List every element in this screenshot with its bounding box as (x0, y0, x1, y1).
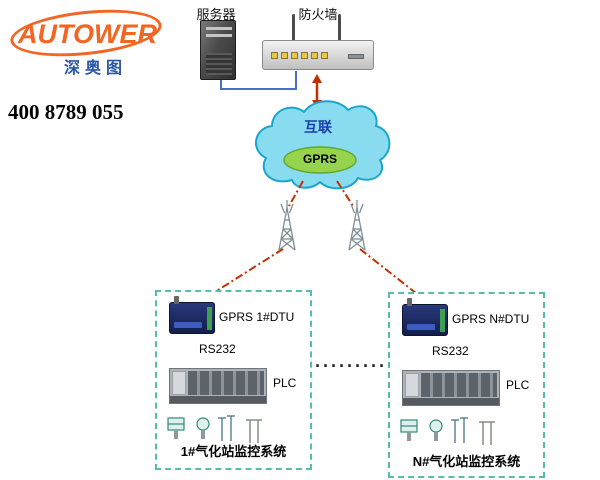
gprs-dtu-icon (402, 298, 448, 336)
separator-dots: ········· (315, 356, 387, 376)
dtu-front-panel (407, 324, 435, 330)
probe-sensor-icon (218, 415, 235, 441)
router-antenna-icon (292, 14, 295, 42)
plc-rail (170, 396, 266, 403)
server-tower-icon (200, 20, 236, 80)
dtu-label: GPRS 1#DTU (219, 310, 295, 324)
plc-rail (403, 398, 499, 405)
rs232-label: RS232 (199, 342, 236, 356)
plc-io-modules (188, 371, 264, 395)
router-led-panel (348, 54, 364, 59)
ethernet-port-icon (311, 52, 318, 59)
gprs-dtu-icon (169, 296, 215, 334)
ethernet-port-icon (301, 52, 308, 59)
dtu-antenna-connector-icon (407, 298, 412, 306)
plc-io-modules (421, 373, 497, 397)
ethernet-port-icon (291, 52, 298, 59)
dtu-front-panel (174, 322, 202, 328)
rs232-label: RS232 (432, 344, 469, 358)
dtu-label: GPRS N#DTU (452, 312, 530, 326)
firewall-router-icon (262, 14, 374, 76)
server-slot (206, 34, 232, 37)
cloud-to-antenna-line-right (336, 180, 354, 207)
plc-rack-icon (402, 370, 500, 406)
router-antenna-icon (338, 14, 341, 42)
router-ports (271, 52, 328, 59)
firewall-label: 防火墙 (298, 7, 338, 22)
probe-sensor-icon (246, 419, 262, 443)
station-box-n: GPRS N#DTU RS232 PLC N#气化站监控系统 (388, 292, 545, 478)
internet-cloud-icon (255, 100, 391, 190)
firewall-cloud-arrow (312, 74, 322, 109)
server-grill (206, 53, 232, 75)
gprs-label: GPRS (302, 152, 337, 166)
pressure-transmitter-icon (196, 417, 210, 431)
plc-label: PLC (506, 378, 530, 392)
probe-sensor-icon (451, 417, 468, 443)
logo-brand-text: AUTOWER (18, 19, 157, 49)
logo-subtitle: 深奥图 (64, 60, 128, 77)
plc-power-module (172, 371, 186, 395)
cell-tower-icon-right (348, 199, 366, 251)
ethernet-port-icon (321, 52, 328, 59)
cell-tower-icon-left (278, 199, 296, 251)
cloud-label: 互联 (304, 119, 332, 135)
pressure-transmitter-icon (429, 419, 443, 433)
station-box-1: GPRS 1#DTU RS232 PLC 1#气化站监控系统 (155, 290, 312, 470)
server-label: 服务器 (196, 7, 236, 22)
dtu-terminal-block (207, 307, 212, 330)
dtu-antenna-connector-icon (174, 296, 179, 304)
ethernet-port-icon (271, 52, 278, 59)
cloud-to-antenna-line-left (288, 180, 304, 207)
field-instrument-icons (167, 415, 262, 443)
phone-number: 400 8789 055 (8, 100, 124, 124)
field-instrument-icons (400, 417, 495, 445)
probe-sensor-icon (479, 421, 495, 445)
server-slot (206, 27, 232, 30)
system-label: N#气化站监控系统 (412, 454, 521, 470)
plc-power-module (405, 373, 419, 397)
radio-links (206, 180, 427, 302)
system-label: 1#气化站监控系统 (180, 444, 287, 459)
autower-logo: AUTOWER 深奥图 (8, 3, 170, 80)
ethernet-port-icon (281, 52, 288, 59)
dtu-terminal-block (440, 309, 445, 332)
plc-label: PLC (273, 376, 297, 390)
plc-rack-icon (169, 368, 267, 404)
